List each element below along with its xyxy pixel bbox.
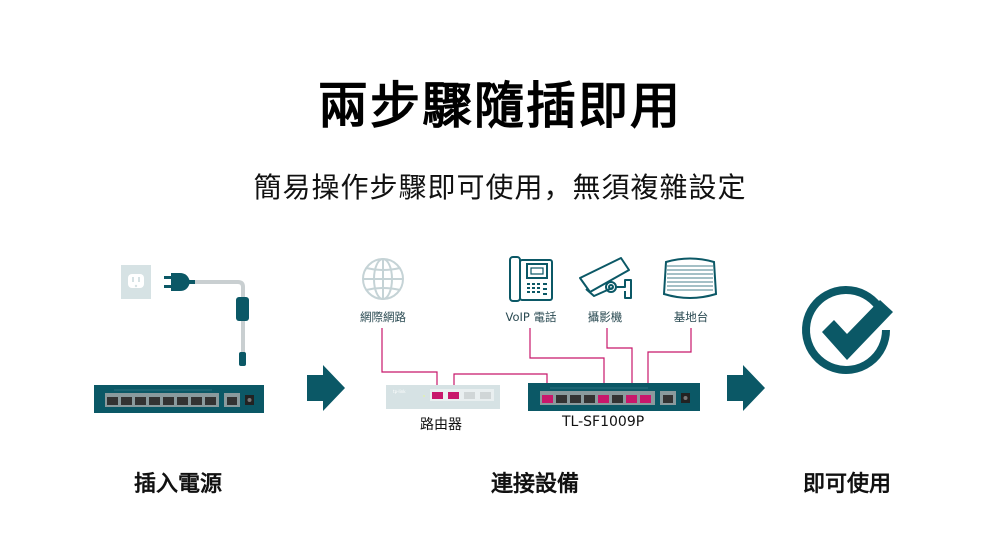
router-device: tp-link (386, 385, 500, 409)
router-label: 路由器 (420, 417, 462, 433)
ethernet-port (626, 395, 637, 403)
globe-icon (362, 258, 404, 300)
checkmark-circle-icon (802, 286, 893, 374)
voip-phone-icon (509, 256, 553, 302)
step-1-label: 插入電源 (133, 472, 222, 497)
switch-unpowered (94, 385, 264, 413)
ethernet-port (205, 397, 216, 405)
ethernet-port (640, 395, 651, 403)
ethernet-port (556, 395, 567, 403)
ethernet-port (570, 395, 581, 403)
ethernet-port (135, 397, 146, 405)
ethernet-port (598, 395, 609, 403)
power-plug-icon (164, 273, 195, 291)
router-brand: tp-link (393, 389, 406, 394)
ethernet-port (107, 397, 118, 405)
step-2-label: 連接設備 (490, 472, 579, 497)
ethernet-port (121, 397, 132, 405)
internet-label: 網際網路 (360, 310, 406, 324)
switch-model-label: TL-SF1009P (562, 414, 645, 430)
ethernet-port (163, 397, 174, 405)
security-camera-icon (579, 257, 632, 299)
voip-phone-label: VoIP 電話 (505, 310, 557, 324)
power-cable (195, 280, 249, 366)
arrow-right-icon (307, 365, 345, 411)
ethernet-port (542, 395, 553, 403)
ethernet-port (612, 395, 623, 403)
access-point-icon (662, 257, 718, 299)
page-subtitle: 簡易操作步驟即可使用，無須複雜設定 (253, 171, 747, 204)
ethernet-port (191, 397, 202, 405)
step-3-label: 即可使用 (802, 472, 891, 497)
ethernet-port (149, 397, 160, 405)
camera-label: 攝影機 (587, 310, 623, 324)
ethernet-port (177, 397, 188, 405)
switch-tl-sf1009p (528, 383, 700, 411)
access-point-label: 基地台 (673, 310, 709, 324)
power-outlet-icon (121, 265, 151, 299)
arrow-right-icon (727, 365, 765, 411)
ethernet-port (584, 395, 595, 403)
page-title: 兩步驟隨插即用 (318, 77, 682, 135)
